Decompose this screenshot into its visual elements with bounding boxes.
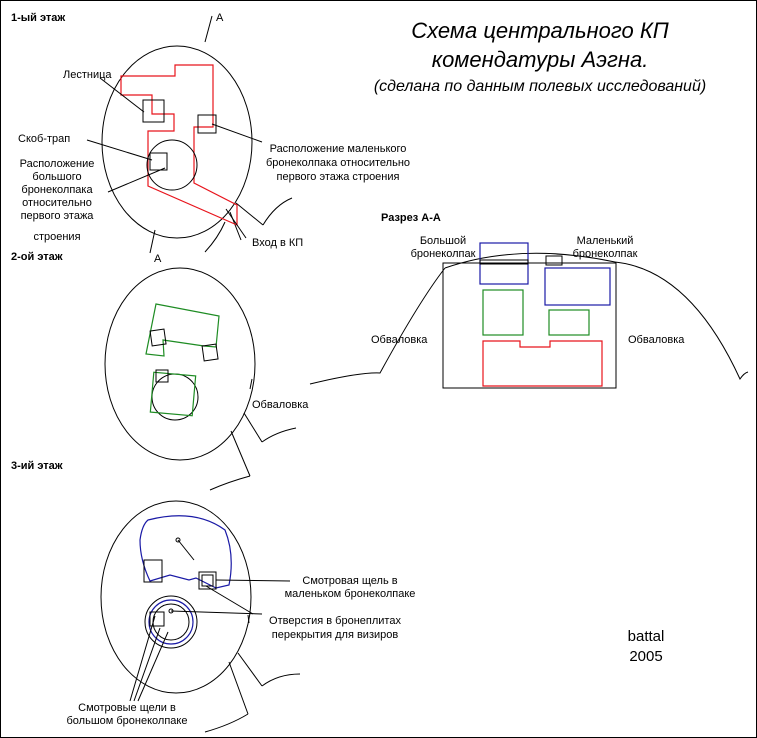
floor-1-heading: 1-ый этаж	[11, 12, 65, 24]
floor-2-cupola-square	[149, 371, 197, 417]
floor-2-entrance-line-1	[243, 412, 263, 443]
slits-big-leader-2	[133, 627, 161, 702]
big-cupola-label-6: строения	[33, 231, 80, 243]
small-cupola-box	[197, 114, 217, 134]
floor-1-building-outline	[120, 64, 238, 226]
section-small-cupola-label-2: бронеколпак	[573, 248, 638, 260]
section-green-room-2	[548, 309, 590, 336]
section-title: Разрез А-А	[381, 212, 441, 224]
floor-2-ladder-box	[155, 369, 169, 383]
floor-3-sight-hole-1	[175, 537, 181, 543]
floor-2-entrance-curve-2	[209, 475, 251, 491]
floor-1-plan: 1-ый этаж А А Лестница Скоб-трап Располо…	[11, 12, 410, 265]
ladder-leader	[86, 139, 153, 161]
entrance-curve-1	[262, 197, 293, 226]
ladder-label: Скоб-трап	[18, 133, 70, 145]
entrance-label: Вход в КП	[252, 237, 303, 249]
floor-3-plan: 3-ий этаж Смотровая щель в маленьком бро…	[11, 460, 416, 733]
big-cupola-label-2: большого	[32, 171, 81, 183]
section-big-cupola-label-1: Большой	[420, 235, 466, 247]
signature-year: 2005	[629, 648, 662, 665]
slit-small-label-2: маленьком бронеколпаке	[285, 588, 416, 600]
slit-small-label-1: Смотровая щель в	[302, 575, 397, 587]
floor-2-plan: 2-ой этаж Обваловка	[11, 251, 309, 491]
slits-big-leader-3	[137, 631, 169, 702]
section-red-ground-floor	[482, 340, 603, 387]
section-mark-top	[204, 15, 213, 43]
floor-2-embankment	[104, 267, 256, 461]
section-mark-bottom-label: А	[154, 253, 162, 265]
big-cupola-leader	[107, 167, 166, 193]
small-cupola-leader	[211, 123, 263, 143]
floor-2-entrance-mark	[249, 378, 253, 390]
floor-2-small-box	[201, 343, 219, 362]
ladder-box	[149, 152, 168, 171]
floor-3-embankment	[100, 500, 252, 694]
floor-2-entrance-curve-1	[261, 427, 297, 443]
floor-3-small-cupola-outline	[139, 515, 232, 589]
slits-big-leader-1	[129, 615, 156, 702]
section-embankment-left-label: Обваловка	[371, 334, 428, 346]
floor-3-slit-box-inner	[201, 574, 214, 587]
stairs-label: Лестница	[63, 69, 112, 81]
entrance-line-1	[235, 202, 264, 226]
floor-3-heading: 3-ий этаж	[11, 460, 63, 472]
section-small-cupola-top	[545, 255, 563, 266]
floor-2-stairs-box	[149, 328, 167, 347]
floor-1-embankment	[101, 45, 253, 239]
floor-3-big-cupola-outer	[144, 595, 198, 649]
floor-3-pointer-line	[177, 539, 195, 561]
section-small-cupola-label-1: Маленький	[577, 235, 634, 247]
floor-3-entrance-curve-1	[261, 673, 301, 687]
floor-2-entrance-line-2	[230, 430, 251, 477]
floor-3-big-cupola-box	[149, 611, 165, 627]
holes-label-2: перекрытия для визиров	[272, 629, 399, 641]
slit-small-leader	[215, 579, 291, 582]
entrance-leader	[225, 208, 247, 239]
stairs-leader	[99, 77, 145, 113]
section-building	[442, 262, 617, 389]
big-cupola-label-3: бронеколпака	[21, 184, 93, 196]
small-cupola-label-3: первого этажа строения	[277, 171, 400, 183]
floor-3-big-cupola-blue	[148, 599, 194, 645]
slits-big-label-2: большом бронеколпаке	[67, 715, 188, 727]
section-a-a: Разрез А-А Большой бронеколпак Маленький…	[309, 212, 749, 389]
big-cupola-label-5: первого этажа	[21, 210, 95, 222]
floor-3-entrance-curve-2	[204, 713, 249, 733]
big-cupola-circle	[146, 139, 198, 191]
small-cupola-label-2: бронеколпака относительно	[266, 157, 410, 169]
section-embankment-right-label: Обваловка	[628, 334, 685, 346]
section-big-cupola-label-2: бронеколпак	[411, 248, 476, 260]
holes-label-1: Отверстия в бронеплитах	[269, 615, 401, 627]
stairs-box	[142, 99, 165, 123]
floor-2-embankment-label: Обваловка	[252, 399, 309, 411]
section-big-cupola-slab	[479, 259, 529, 265]
floor-2-room-outline	[145, 303, 220, 357]
title-line-2: комендатуры Аэгна.	[432, 47, 649, 72]
small-cupola-label-1: Расположение маленького	[270, 143, 407, 155]
floor-3-entrance-line-2	[228, 661, 249, 715]
big-cupola-label-1: Расположение	[20, 158, 95, 170]
title-line-1: Схема центрального КП	[411, 18, 669, 43]
section-mound-right	[614, 261, 749, 381]
holes-leader-2	[170, 610, 263, 615]
floor-2-heading: 2-ой этаж	[11, 251, 63, 263]
holes-leader-1	[205, 585, 254, 615]
entrance-curve-2	[204, 221, 226, 253]
floor-3-entrance-mark	[247, 614, 250, 624]
subtitle: (сделана по данным полевых исследований)	[374, 78, 706, 95]
section-small-cupola	[544, 267, 611, 306]
section-mound-left	[309, 267, 446, 385]
big-cupola-label-4: относительно	[22, 197, 92, 209]
slits-big-label-1: Смотровые щели в	[78, 702, 176, 714]
entrance-line-2	[229, 211, 242, 241]
section-green-room-1	[482, 289, 524, 336]
section-mark-top-label: А	[216, 12, 224, 24]
author-signature: battal	[628, 628, 665, 645]
floor-3-left-box	[143, 559, 163, 583]
floor-3-entrance-line-1	[237, 652, 263, 687]
